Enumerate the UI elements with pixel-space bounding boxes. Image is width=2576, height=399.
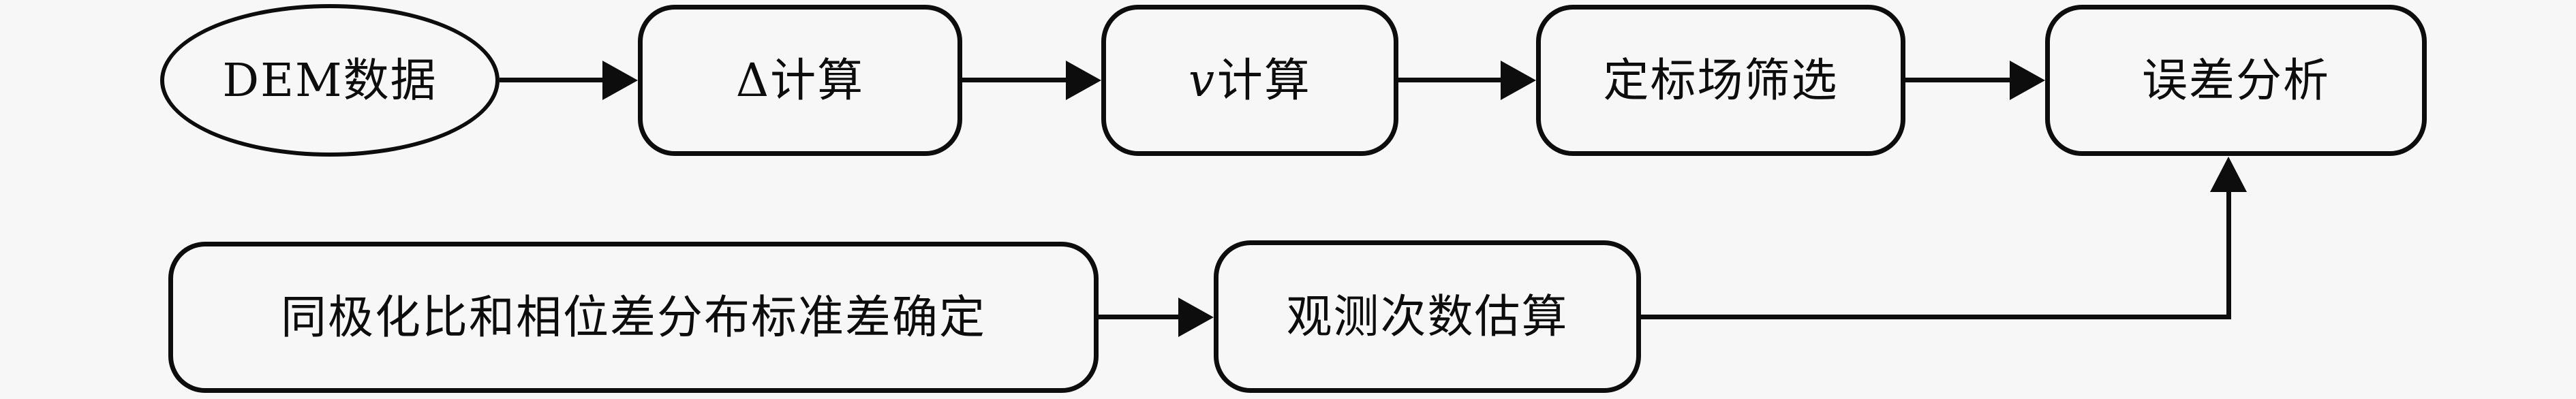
arrow-delta-to-v-head-icon	[1066, 61, 1101, 100]
node-dem-data: DEM数据	[160, 4, 500, 157]
arrow-v-to-calibration-line	[1398, 78, 1501, 82]
node-error-analysis-label: 误差分析	[2142, 53, 2330, 107]
arrow-std-to-observation-head-icon	[1178, 298, 1214, 337]
arrow-observation-to-error-hline	[1641, 315, 2231, 319]
arrow-dem-to-delta-line	[500, 78, 602, 82]
node-dem-data-label: DEM数据	[222, 53, 438, 107]
arrow-observation-to-error-vline	[2226, 191, 2231, 319]
arrow-dem-to-delta-head-icon	[602, 61, 638, 100]
node-v-calc-variable: v	[1189, 53, 1214, 107]
node-v-calc-label: 计算	[1216, 53, 1311, 107]
node-calibration-site-screening-label: 定标场筛选	[1603, 53, 1839, 107]
node-observation-count-estimation: 观测次数估算	[1214, 240, 1641, 393]
arrow-delta-to-v-line	[962, 78, 1066, 82]
arrow-calibration-to-error-line	[1905, 78, 2010, 82]
arrow-std-to-observation-line	[1099, 315, 1178, 319]
node-copol-ratio-phase-std-determination: 同极化比和相位差分布标准差确定	[168, 242, 1099, 393]
arrow-v-to-calibration-head-icon	[1501, 61, 1536, 100]
node-observation-count-estimation-label: 观测次数估算	[1286, 289, 1569, 343]
node-delta-calc: Δ计算	[638, 5, 962, 156]
node-copol-ratio-phase-std-determination-label: 同极化比和相位差分布标准差确定	[281, 290, 986, 344]
node-delta-calc-label: Δ计算	[735, 53, 865, 107]
arrow-observation-to-error-head-icon	[2210, 157, 2247, 192]
node-error-analysis: 误差分析	[2045, 5, 2427, 156]
arrow-calibration-to-error-head-icon	[2010, 61, 2045, 100]
node-calibration-site-screening: 定标场筛选	[1536, 5, 1905, 156]
